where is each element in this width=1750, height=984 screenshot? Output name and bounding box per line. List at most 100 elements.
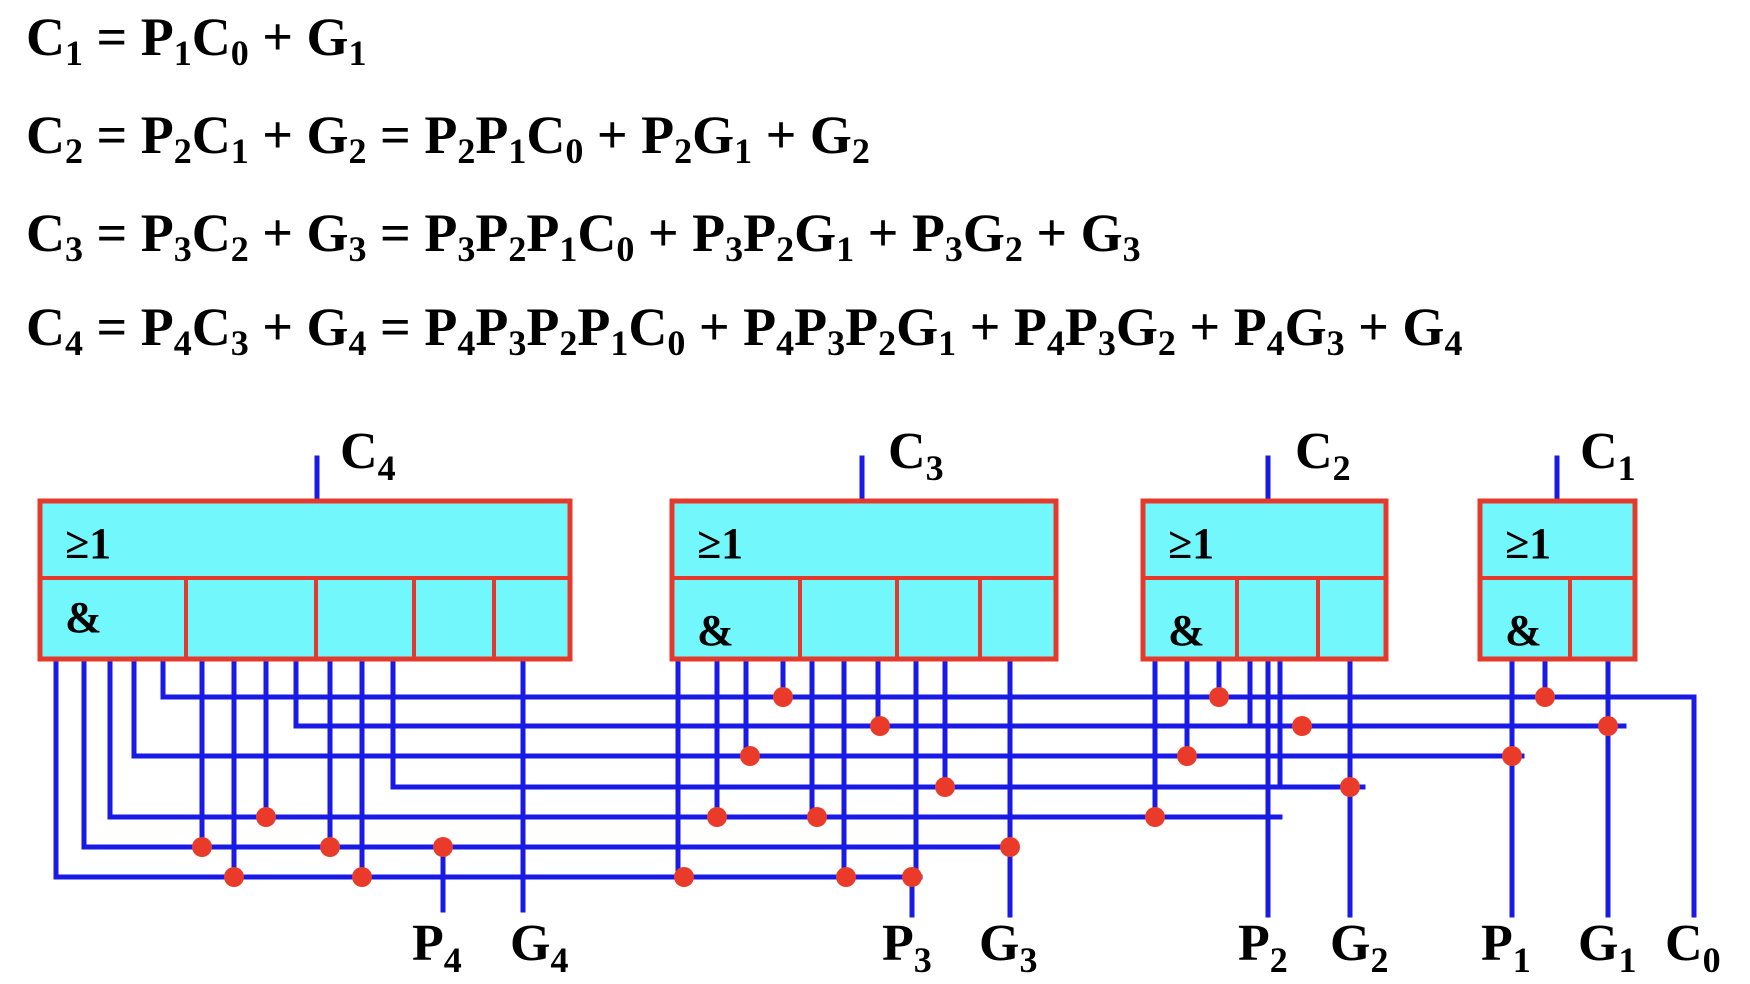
subscript: 2 (65, 131, 83, 171)
equation-c4: C4 = P4C3 + G4 = P4P3P2P1C0 + P4P3P2G1 +… (26, 297, 1462, 363)
term: = P (83, 105, 174, 165)
term: + G (752, 105, 852, 165)
term: P (743, 203, 776, 263)
subscript: 4 (1267, 323, 1285, 363)
term: G (1285, 297, 1327, 357)
or-label: ≥1 (65, 519, 111, 568)
term: P (845, 297, 878, 357)
subscript: 4 (1047, 323, 1065, 363)
and-label: & (65, 593, 102, 642)
term: G (1116, 297, 1158, 357)
and-label: & (1168, 606, 1205, 655)
input-label-g3: G3 (979, 915, 1037, 980)
subscript: 1 (938, 323, 956, 363)
output-label-c1: C1 (1580, 423, 1636, 488)
term: + G (249, 203, 349, 263)
term: C (26, 203, 65, 263)
junction-dot (1145, 807, 1165, 827)
junction-dot (902, 867, 922, 887)
junction-dot (807, 807, 827, 827)
equation-c2: C2 = P2C1 + G2 = P2P1C0 + P2G1 + G2 (26, 105, 870, 171)
junction-dot (1598, 716, 1618, 736)
subscript: 3 (231, 323, 249, 363)
term: = P (367, 297, 458, 357)
subscript: 3 (65, 229, 83, 269)
subscript: 3 (508, 323, 526, 363)
subscript: 3 (725, 229, 743, 269)
term: + P (685, 297, 776, 357)
term: = P (83, 7, 174, 67)
junction-dot (870, 716, 890, 736)
output-label-c4: C4 (340, 423, 396, 488)
subscript: 1 (174, 33, 192, 73)
subscript: 1 (349, 33, 367, 73)
junction-dot (674, 867, 694, 887)
or-label: ≥1 (1168, 519, 1214, 568)
subscript: 3 (827, 323, 845, 363)
term: + P (956, 297, 1047, 357)
input-label-c0: C0 (1665, 915, 1721, 980)
term: P (526, 297, 559, 357)
subscript: 2 (174, 131, 192, 171)
junction-dot (935, 777, 955, 797)
subscript: 3 (349, 229, 367, 269)
term: C (26, 105, 65, 165)
term: G (794, 203, 836, 263)
term: P (475, 203, 508, 263)
subscript: 1 (508, 131, 526, 171)
subscript: 4 (776, 323, 794, 363)
term: + P (1176, 297, 1267, 357)
input-label-p1: P1 (1481, 915, 1531, 980)
subscript: 1 (65, 33, 83, 73)
term: P (475, 105, 508, 165)
subscript: 1 (836, 229, 854, 269)
gate-c1: ≥1& (1477, 498, 1638, 662)
subscript: 2 (674, 131, 692, 171)
subscript: 0 (616, 229, 634, 269)
subscript: 0 (231, 33, 249, 73)
subscript: 2 (878, 323, 896, 363)
junction-dot (256, 807, 276, 827)
term: = P (83, 297, 174, 357)
term: C (192, 105, 231, 165)
output-label-c2: C2 (1295, 423, 1351, 488)
term: P (526, 203, 559, 263)
subscript: 2 (231, 229, 249, 269)
or-label: ≥1 (697, 519, 743, 568)
subscript: 2 (457, 131, 475, 171)
input-label-p3: P3 (882, 915, 932, 980)
junction-dot (1502, 746, 1522, 766)
input-label-g4: G4 (510, 915, 568, 980)
gate-c3: ≥1& (669, 498, 1059, 662)
term: C (26, 297, 65, 357)
subscript: 4 (349, 323, 367, 363)
term: = P (83, 203, 174, 263)
subscript: 4 (1444, 323, 1462, 363)
subscript: 3 (1098, 323, 1116, 363)
subscript: 1 (610, 323, 628, 363)
term: + G (1023, 203, 1123, 263)
term: + P (854, 203, 945, 263)
subscript: 2 (1158, 323, 1176, 363)
junction-dot (1000, 837, 1020, 857)
subscript: 2 (508, 229, 526, 269)
input-label-p4: P4 (412, 915, 462, 980)
junction-dot (773, 687, 793, 707)
subscript: 2 (349, 131, 367, 171)
junction-dot (1177, 746, 1197, 766)
term: G (692, 105, 734, 165)
subscript: 2 (852, 131, 870, 171)
or-label: ≥1 (1505, 519, 1551, 568)
junction-dot (707, 807, 727, 827)
junction-dot (1340, 777, 1360, 797)
output-label-c3: C3 (888, 423, 944, 488)
term: G (896, 297, 938, 357)
subscript: 2 (1005, 229, 1023, 269)
subscript: 4 (65, 323, 83, 363)
junction-dot (320, 837, 340, 857)
input-label-g2: G2 (1330, 915, 1388, 980)
subscript: 2 (559, 323, 577, 363)
term: C (192, 7, 231, 67)
